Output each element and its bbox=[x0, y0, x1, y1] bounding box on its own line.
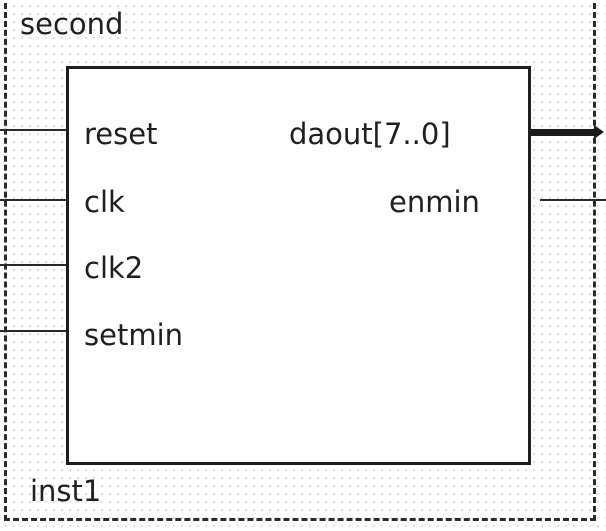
bus-arrow-icon bbox=[594, 125, 604, 139]
wire-enmin[interactable] bbox=[540, 199, 606, 201]
instance-name-label: inst1 bbox=[30, 474, 102, 508]
wire-clk[interactable] bbox=[0, 199, 66, 201]
port-enmin[interactable]: enmin bbox=[389, 185, 480, 219]
port-reset[interactable]: reset bbox=[84, 117, 158, 151]
port-daout[interactable]: daout[7..0] bbox=[289, 117, 451, 151]
wire-clk2[interactable] bbox=[0, 264, 66, 266]
symbol-block[interactable] bbox=[66, 66, 531, 465]
component-name-label: second bbox=[20, 7, 124, 41]
wire-reset[interactable] bbox=[0, 129, 66, 131]
component-frame[interactable] bbox=[4, 0, 596, 521]
port-clk[interactable]: clk bbox=[84, 185, 125, 219]
port-setmin[interactable]: setmin bbox=[84, 318, 184, 352]
port-clk2[interactable]: clk2 bbox=[84, 251, 144, 285]
wire-setmin[interactable] bbox=[0, 330, 66, 332]
bus-daout[interactable] bbox=[531, 129, 595, 136]
